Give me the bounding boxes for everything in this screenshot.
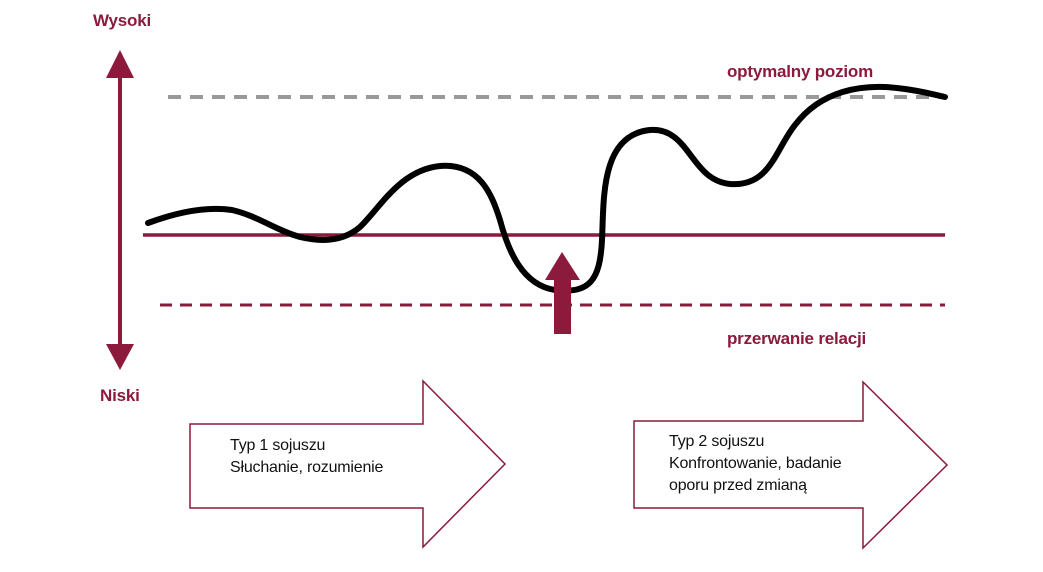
- alliance-type-2-title: Typ 2 sojuszu: [669, 433, 765, 450]
- repair-arrow: [545, 252, 580, 334]
- arrow-up-icon: [106, 50, 134, 78]
- alliance-type-2-arrow: [633, 380, 949, 550]
- alliance-type-1-arrow: [189, 379, 507, 549]
- alliance-type-2-description-line-1: Konfrontowanie, badanie: [669, 455, 842, 472]
- alliance-type-1-description: Słuchanie, rozumienie: [230, 459, 384, 476]
- alliance-type-1-title: Typ 1 sojuszu: [230, 437, 326, 454]
- relationship-break-label: przerwanie relacji: [727, 329, 867, 348]
- alliance-curve: [145, 83, 948, 294]
- arrow-up-icon: [545, 252, 580, 280]
- arrow-down-icon: [106, 344, 134, 370]
- optimal-level-label: optymalny poziom: [727, 62, 874, 81]
- alliance-type-2-text: Typ 2 sojuszu Konfrontowanie, badanie op…: [669, 431, 842, 497]
- vertical-scale-arrow: [106, 50, 134, 370]
- low-label: Niski: [100, 386, 140, 405]
- alliance-type-1-text: Typ 1 sojuszu Słuchanie, rozumienie: [230, 435, 383, 479]
- alliance-type-2-description-line-2: oporu przed zmianą: [669, 477, 807, 494]
- high-label: Wysoki: [93, 11, 152, 30]
